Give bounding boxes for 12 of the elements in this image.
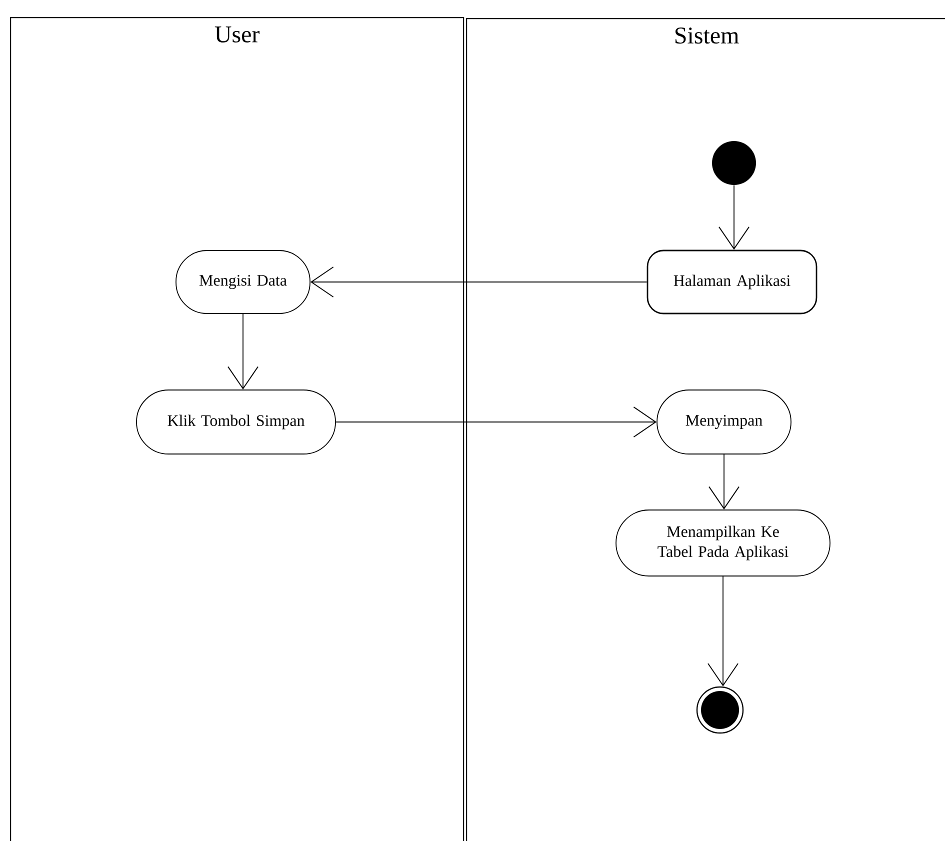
activity-box: Mengisi Data [176, 250, 310, 314]
activity-box: Menyimpan [656, 390, 792, 454]
activity-box: Klik Tombol Simpan [136, 390, 336, 454]
start-node [712, 141, 756, 185]
arrow [228, 314, 258, 390]
arrow [708, 576, 738, 686]
activity-box: Menampilkan Ke Tabel Pada Aplikasi [616, 510, 830, 576]
arrow [718, 184, 750, 250]
end-node [696, 686, 744, 734]
arrow [336, 406, 657, 438]
arrow [310, 266, 648, 298]
activity-box: Halaman Aplikasi [646, 250, 818, 314]
